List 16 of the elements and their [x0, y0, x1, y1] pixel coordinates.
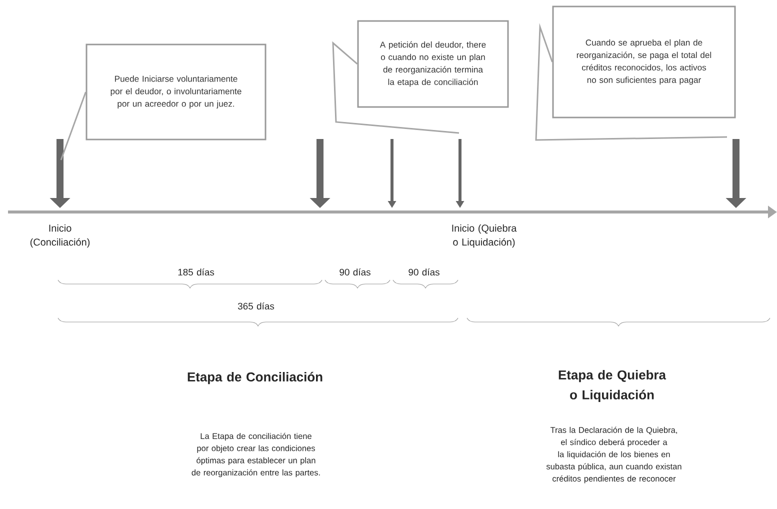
stage-description: Tras la Declaración de la Quiebra, el síndico deberá proceder a la liquidación de los bienes en subasta pública, aun cuando existan créditos pendientes de reconocer [546, 426, 682, 484]
duration-label: 90 días [340, 268, 370, 276]
leader-line [60, 92, 86, 160]
stage-title: Etapa de Conciliación [188, 372, 322, 384]
callout-box: A petición del deudor, there o cuando no existe un plan de reorganización termina la etapa de conciliación [357, 20, 509, 108]
leader-line [332, 41, 460, 134]
duration-label: 185 días [178, 268, 214, 276]
duration-label: 90 días [408, 268, 440, 276]
callout-box: Cuando se aprueba el plan de reorganización, se paga el total del créditos reconocidos, los activos no son suficientes para pagar [552, 6, 736, 118]
stage-title: Etapa de Quiebra o Liquidación [558, 370, 666, 402]
leader-line [535, 22, 728, 141]
milestone-label: Inicio (Conciliación) [30, 224, 90, 248]
milestone-label: Inicio (Quiebra o Liquidación) [452, 224, 517, 248]
callout-box: Puede Iniciarse voluntariamente por el deudor, o involuntariamente por un acreedor o por un juez. [86, 44, 266, 140]
duration-label: 365 días [238, 302, 274, 310]
stage-description: La Etapa de conciliación tiene por objeto crear las condiciones óptimas para establecer un plan de reorganización entre las partes. [192, 432, 320, 478]
